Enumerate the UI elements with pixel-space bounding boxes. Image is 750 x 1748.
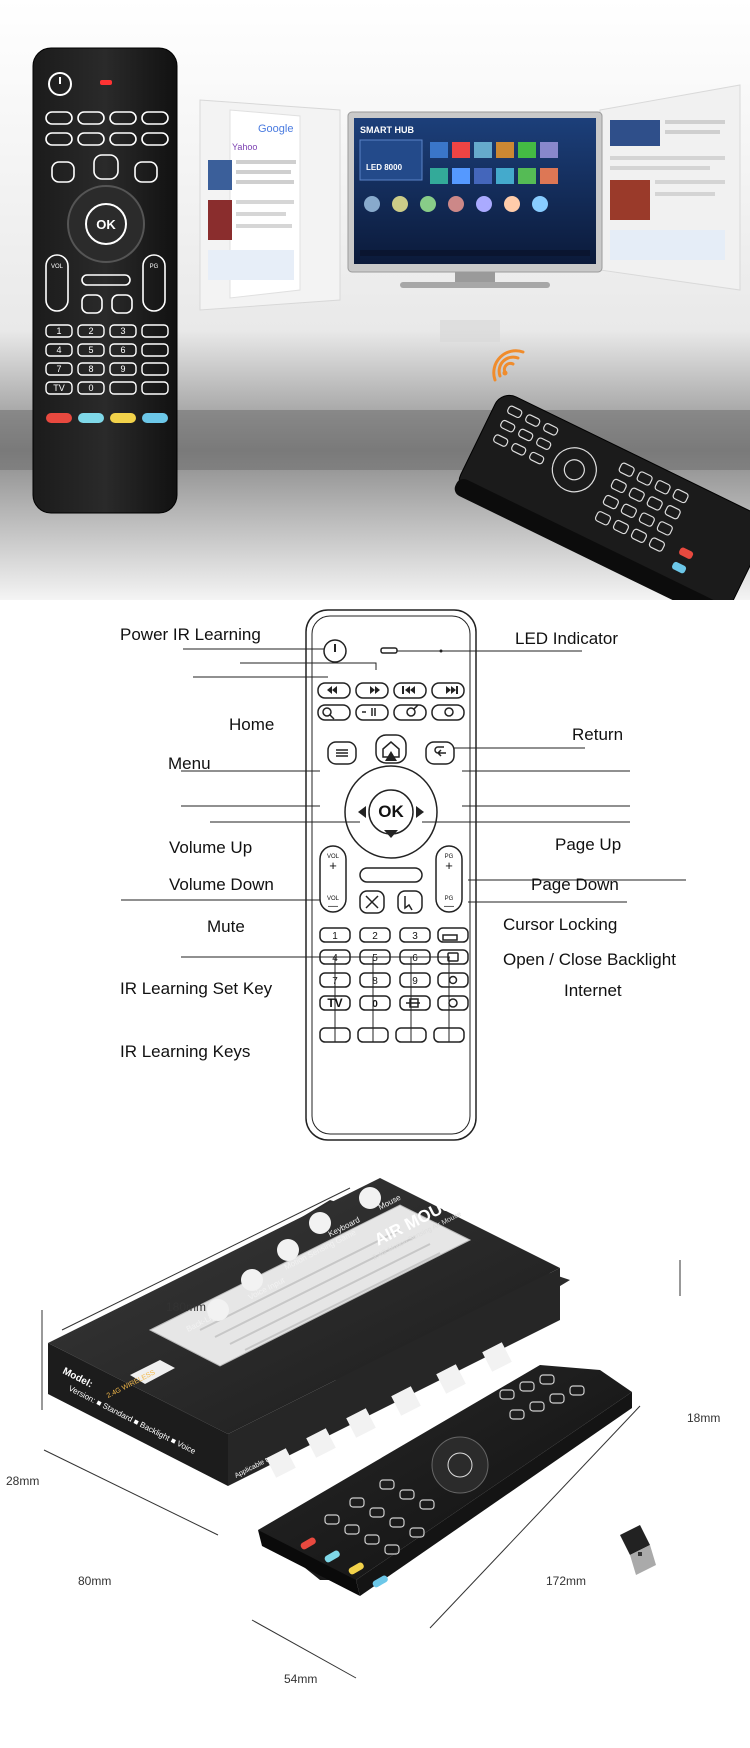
key-2: 2: [88, 326, 93, 336]
box-front-side: [48, 1343, 228, 1486]
diagram-key-6: 6: [412, 953, 418, 964]
blue-key: [142, 413, 168, 423]
label-ir-learning-keys: IR Learning Keys: [120, 1042, 251, 1061]
key-0: 0: [88, 383, 93, 393]
keyboard-icon: [309, 1212, 331, 1234]
key-6: 6: [120, 345, 125, 355]
vol-top-label: VOL: [327, 854, 340, 860]
mute-icon: [365, 895, 379, 909]
dim-remote-thickness: 18mm: [687, 1411, 721, 1425]
home-icon: [382, 741, 400, 758]
dimension-lines: [41, 1187, 681, 1679]
label-volume-down: Volume Down: [169, 875, 274, 894]
key-4: 4: [56, 345, 61, 355]
diagram-key-2: 2: [372, 931, 378, 942]
dim-remote-length: 172mm: [546, 1574, 587, 1588]
diagram-key-3: 3: [412, 931, 418, 942]
label-internet: Internet: [564, 981, 622, 1000]
smart-tv: SMART HUB LED 8000: [347, 111, 603, 342]
key-tv: TV: [53, 383, 65, 393]
label-volume-up: Volume Up: [169, 838, 253, 857]
remote-ok-label: OK: [96, 217, 116, 232]
package-illustration: Mouse Keyboard Motion Sensing Game Voice…: [41, 1178, 681, 1679]
label-power-ir-learning: Power IR Learning: [120, 625, 261, 644]
internet-icon: [448, 998, 458, 1008]
dim-box-length: 180mm: [166, 1300, 207, 1314]
label-page-down: Page Down: [531, 875, 619, 894]
dim-box-width: 80mm: [78, 1574, 112, 1588]
label-return: Return: [572, 725, 624, 744]
diagram-key-9: 9: [412, 976, 418, 987]
dim-remote-width: 54mm: [284, 1672, 318, 1686]
key-7: 7: [56, 364, 61, 374]
return-button-outline: [425, 741, 455, 765]
cyan-key: [78, 413, 104, 423]
svg-text:+: +: [445, 858, 453, 873]
key-9: 9: [120, 364, 125, 374]
dim-box-height: 28mm: [6, 1474, 40, 1488]
mouse-icon: [359, 1187, 381, 1209]
key-3: 3: [120, 326, 125, 336]
button-diagram: OK VOL + VOL — PG + PG — 1 2 3 4 5 6 7 8…: [0, 600, 750, 1160]
feature-icons: [207, 1187, 381, 1321]
label-ir-learning-set-key: IR Learning Set Key: [120, 979, 273, 998]
remote-outline-drawing: OK VOL + VOL — PG + PG — 1 2 3 4 5 6 7 8…: [121, 609, 686, 1141]
voice-icon: [241, 1269, 263, 1291]
pg-top-label: PG: [445, 854, 454, 860]
tv-subtitle: LED 8000: [366, 163, 403, 172]
package-dimensions: Mouse Keyboard Motion Sensing Game Voice…: [0, 1160, 750, 1748]
label-menu: Menu: [168, 754, 211, 773]
power-icon: [48, 72, 72, 96]
box-long-side: [228, 1268, 560, 1486]
key-8: 8: [88, 364, 93, 374]
pg-bottom-label: PG: [445, 896, 454, 902]
led-indicator: [100, 80, 112, 85]
label-home: Home: [229, 715, 275, 734]
menu-button-outline: [327, 741, 357, 765]
cursor-lock-icon: [404, 896, 413, 911]
power-button-outline: [323, 639, 347, 663]
box-window: [148, 1204, 472, 1367]
diagram-key-1: 1: [332, 931, 338, 942]
red-key: [46, 413, 72, 423]
remote-front-view: OK VOL PG 1 2 3 4 5 6: [32, 47, 178, 514]
svg-text:+: +: [329, 858, 337, 873]
hero-illustration: Google Yahoo: [0, 0, 750, 600]
svg-text:—: —: [444, 901, 454, 912]
browser-panels-left: Google Yahoo: [199, 99, 341, 311]
label-page-up: Page Up: [555, 835, 622, 854]
backlight-icon: [207, 1299, 229, 1321]
label-cursor-locking: Cursor Locking: [503, 915, 618, 934]
diagram-key-5: 5: [372, 953, 378, 964]
browser-panels-right: [599, 84, 741, 291]
home-button-outline: [375, 734, 407, 764]
hero-photo: Google Yahoo: [0, 0, 750, 600]
leader-lines: [121, 648, 686, 1042]
label-backlight: Open / Close Backlight: [503, 950, 676, 969]
browser-logo-google: Google: [258, 123, 293, 135]
remote-perspective: [258, 1365, 632, 1596]
label-led-indicator: LED Indicator: [515, 629, 618, 648]
key-5: 5: [88, 345, 93, 355]
game-icon: [277, 1239, 299, 1261]
remote-pg-label: PG: [150, 264, 159, 270]
yellow-key: [110, 413, 136, 423]
vol-bottom-label: VOL: [327, 896, 340, 902]
label-mute: Mute: [207, 917, 245, 936]
diagram-key-0: 0: [372, 999, 378, 1010]
usb-dongle: [620, 1525, 656, 1575]
backlight-icon: [448, 975, 458, 985]
tv-title: SMART HUB: [360, 125, 414, 135]
home-icon: [93, 154, 119, 180]
browser-logo-yahoo: Yahoo: [232, 142, 257, 152]
svg-text:—: —: [328, 901, 338, 912]
diagram-key-8: 8: [372, 976, 378, 987]
key-1: 1: [56, 326, 61, 336]
ok-label: OK: [378, 802, 404, 821]
wifi-icon: [492, 349, 525, 382]
remote-angled-view: [454, 394, 750, 600]
remote-vol-label: VOL: [51, 264, 64, 270]
